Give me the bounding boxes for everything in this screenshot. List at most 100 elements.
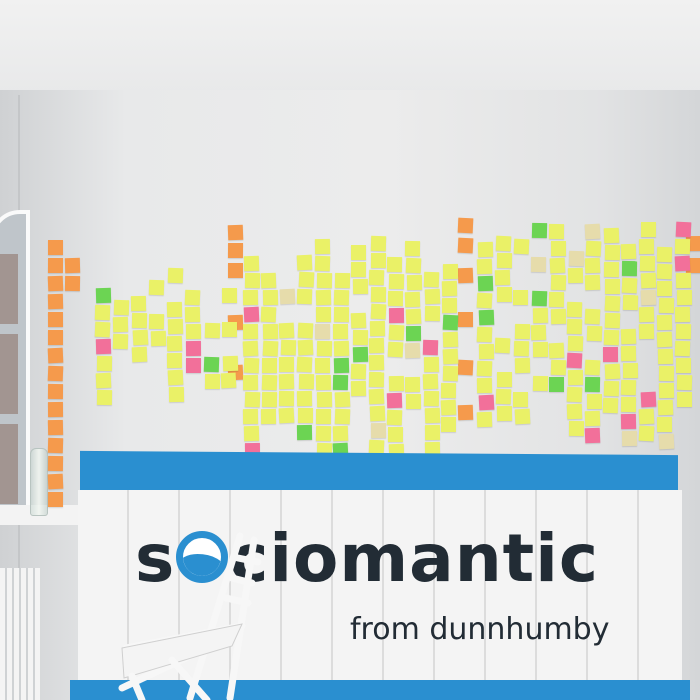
sticky-note	[316, 340, 333, 357]
sticky-note	[130, 295, 147, 312]
sticky-note	[514, 357, 531, 374]
sticky-note	[298, 373, 315, 390]
sticky-note	[638, 425, 655, 442]
sticky-note	[550, 308, 567, 325]
sticky-note	[167, 267, 184, 284]
sticky-note	[478, 394, 495, 411]
sticky-note	[204, 322, 221, 339]
sticky-note	[315, 425, 332, 442]
sticky-note	[584, 427, 601, 444]
sticky-note	[442, 263, 459, 280]
sticky-note	[440, 382, 457, 399]
sticky-note	[424, 407, 441, 424]
sticky-note	[316, 391, 333, 408]
sticky-note	[350, 363, 367, 380]
sticky-note	[204, 373, 221, 390]
sticky-note	[242, 374, 259, 391]
sticky-note	[95, 372, 112, 389]
sticky-note	[423, 356, 440, 373]
sticky-note	[167, 318, 184, 335]
sticky-note	[315, 408, 332, 425]
sticky-note	[404, 376, 421, 393]
sticky-note	[584, 359, 601, 376]
sticky-note	[222, 355, 239, 372]
sticky-note	[352, 329, 369, 346]
sticky-note	[674, 306, 691, 323]
sticky-note	[639, 255, 656, 272]
sticky-note	[477, 275, 494, 292]
sticky-note	[604, 312, 621, 329]
logo-o-icon	[176, 531, 229, 583]
sticky-note	[386, 256, 403, 273]
sticky-note	[603, 329, 620, 346]
sticky-note	[638, 238, 655, 255]
sticky-note	[495, 235, 512, 252]
sticky-note	[405, 325, 422, 342]
sticky-note	[476, 258, 493, 275]
sticky-note	[296, 390, 313, 407]
sticky-note	[549, 257, 566, 274]
sticky-note	[604, 295, 621, 312]
sticky-note	[166, 301, 183, 318]
sticky-note	[657, 399, 674, 416]
sticky-note	[260, 272, 277, 289]
sticky-note	[262, 323, 279, 340]
radiator	[0, 568, 40, 700]
sticky-note	[243, 425, 260, 442]
sticky-note	[242, 340, 259, 357]
sticky-note	[530, 324, 547, 341]
sticky-note	[368, 354, 385, 371]
sticky-note	[496, 252, 513, 269]
sticky-note	[476, 326, 493, 343]
sticky-note	[476, 360, 493, 377]
sticky-note	[566, 301, 583, 318]
sticky-note	[584, 308, 601, 325]
sticky-note	[442, 314, 459, 331]
sticky-note	[602, 397, 619, 414]
sticky-note	[278, 407, 295, 424]
sticky-note	[243, 306, 260, 323]
sticky-note	[47, 257, 64, 274]
sticky-note	[675, 357, 692, 374]
sticky-note	[442, 365, 459, 382]
sticky-note	[332, 323, 349, 340]
sticky-note	[95, 338, 112, 355]
sticky-note	[584, 274, 601, 291]
sticky-note	[227, 224, 244, 241]
sticky-note	[96, 355, 113, 372]
sticky-note	[622, 294, 639, 311]
sticky-note	[566, 403, 583, 420]
sticky-note	[405, 308, 422, 325]
sticky-note	[112, 316, 129, 333]
sticky-note	[279, 288, 296, 305]
sticky-note	[513, 238, 530, 255]
window-pane	[0, 424, 18, 504]
sticky-note	[424, 288, 441, 305]
sticky-note	[586, 393, 603, 410]
sticky-note	[584, 376, 601, 393]
sticky-note	[221, 321, 238, 338]
sticky-note	[676, 391, 693, 408]
sticky-note	[150, 330, 167, 347]
sticky-note	[131, 312, 148, 329]
sticky-note	[495, 388, 512, 405]
sticky-note	[95, 287, 112, 304]
sticky-note	[675, 221, 692, 238]
sticky-note	[674, 340, 691, 357]
sticky-note	[370, 422, 387, 439]
sticky-note	[530, 256, 547, 273]
sticky-note	[550, 359, 567, 376]
sticky-note	[260, 306, 277, 323]
sticky-note	[640, 289, 657, 306]
sticky-note	[478, 309, 495, 326]
sticky-note	[278, 356, 295, 373]
logo-tagline: from dunnhumby	[350, 612, 610, 647]
sticky-note	[168, 386, 185, 403]
sticky-note	[514, 323, 531, 340]
sticky-note	[620, 328, 637, 345]
sticky-note	[387, 426, 404, 443]
sticky-note	[314, 357, 331, 374]
sticky-note	[404, 342, 421, 359]
sticky-note	[315, 324, 330, 339]
sticky-note	[476, 292, 493, 309]
